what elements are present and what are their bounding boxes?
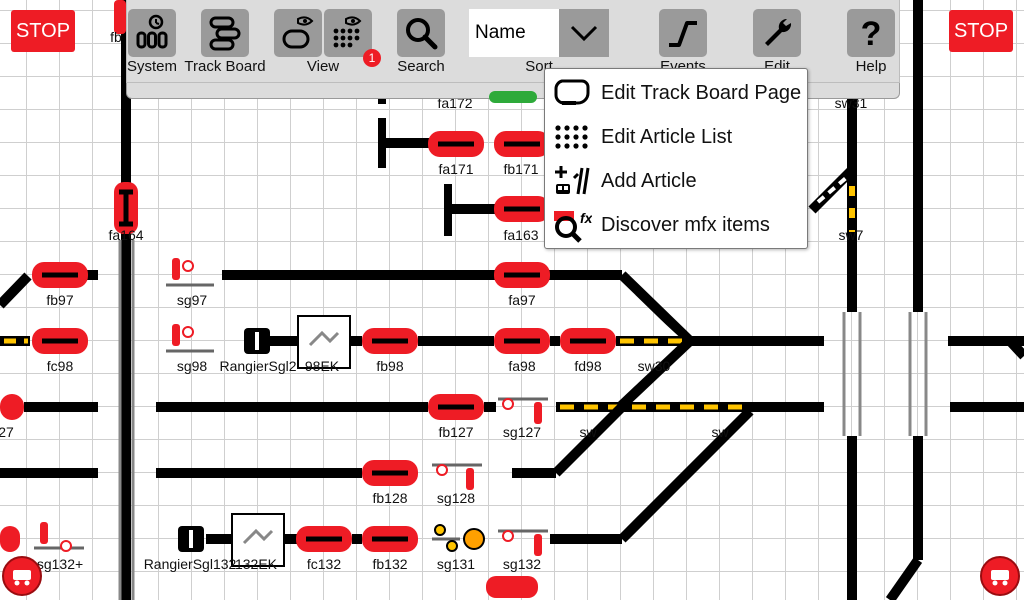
help-button[interactable]: ? xyxy=(847,9,895,57)
label-fb171: fb171 xyxy=(503,161,539,177)
eye-grid-icon xyxy=(333,16,362,48)
sort-select[interactable]: Name xyxy=(469,9,559,57)
menu-item-label: Discover mfx items xyxy=(601,213,770,236)
label-fa172: fa172 xyxy=(437,95,473,111)
stop-button-right[interactable]: STOP xyxy=(949,10,1013,52)
sort-dropdown-button[interactable] xyxy=(559,9,609,57)
system-label: System xyxy=(126,58,178,75)
menu-item-edit-article-list[interactable]: Edit Article List xyxy=(545,115,807,159)
label-sg128: sg128 xyxy=(436,490,476,506)
track-board-label: Track Board xyxy=(184,58,266,75)
help-icon: ? xyxy=(861,15,882,53)
label-fa164: fa164 xyxy=(108,227,144,243)
view-track-button[interactable] xyxy=(274,9,322,57)
menu-item-edit-track-board-page[interactable]: Edit Track Board Page xyxy=(545,71,807,115)
label-fb: fb xyxy=(110,29,122,45)
label-98ek: 98EK xyxy=(304,358,340,374)
label-fb128: fb128 xyxy=(372,490,408,506)
label-27: 27 xyxy=(0,424,14,440)
help-label: Help xyxy=(855,58,887,75)
mfx-discover-icon: fx xyxy=(554,210,592,243)
menu-item-label: Add Article xyxy=(601,169,697,192)
view-badge: 1 xyxy=(363,49,381,67)
search-button[interactable] xyxy=(397,9,445,57)
label-sw30: sw30 xyxy=(637,358,671,374)
search-icon xyxy=(406,18,438,50)
search-label: Search xyxy=(397,58,445,75)
label-fa97: fa97 xyxy=(508,292,536,308)
label-sw-a: sw xyxy=(579,424,597,440)
track-page-icon xyxy=(554,79,590,105)
label-fb97: fb97 xyxy=(46,292,74,308)
svg-text:fx: fx xyxy=(580,210,592,226)
view-articles-button[interactable] xyxy=(324,9,372,57)
connection-status-bar xyxy=(489,91,537,103)
events-button[interactable] xyxy=(659,9,707,57)
label-sw-b: sw xyxy=(711,424,729,440)
label-fc98: fc98 xyxy=(46,358,74,374)
label-sg97: sg97 xyxy=(176,292,208,308)
locomotive-icon-right[interactable] xyxy=(980,556,1020,596)
menu-item-label: Edit Article List xyxy=(601,125,733,148)
label-fb127: fb127 xyxy=(438,424,474,440)
label-sg131: sg131 xyxy=(436,556,476,572)
track-board-icon xyxy=(209,16,241,51)
add-article-icon xyxy=(555,166,590,195)
label-fa98: fa98 xyxy=(508,358,536,374)
track-board-button[interactable] xyxy=(201,9,249,57)
menu-item-add-article[interactable]: Add Article xyxy=(545,159,807,203)
label-sg132: sg132 xyxy=(502,556,542,572)
system-button[interactable] xyxy=(128,9,176,57)
stop-button-left[interactable]: STOP xyxy=(11,10,75,52)
svg-text:?: ? xyxy=(861,15,882,53)
edit-menu: Edit Track Board Page Edit Article List … xyxy=(544,68,808,249)
view-label: View xyxy=(306,58,340,75)
label-fb98: fb98 xyxy=(376,358,404,374)
label-sg132plus: sg132+ xyxy=(36,556,84,572)
label-fc132: fc132 xyxy=(306,556,342,572)
chevron-down-icon xyxy=(570,25,598,42)
label-fd98: fd98 xyxy=(574,358,602,374)
menu-item-discover-mfx[interactable]: fx Discover mfx items xyxy=(545,203,807,247)
label-rangiersgl2: RangierSgl2 xyxy=(219,358,297,374)
wrench-icon xyxy=(765,18,792,46)
label-sg98: sg98 xyxy=(176,358,208,374)
label-rangiersgl132: RangierSgl132 xyxy=(143,556,237,572)
article-grid-icon xyxy=(555,125,588,149)
locomotive-icon-left[interactable] xyxy=(2,556,42,596)
label-fa163: fa163 xyxy=(503,227,539,243)
label-132ek: 132EK xyxy=(234,556,278,572)
label-fa171: fa171 xyxy=(438,161,474,177)
label-fb132: fb132 xyxy=(372,556,408,572)
events-icon xyxy=(669,21,697,47)
label-sw7: sw7 xyxy=(838,227,864,243)
edit-button[interactable] xyxy=(753,9,801,57)
label-sw31: sw31 xyxy=(834,95,868,111)
system-icon xyxy=(136,14,168,49)
label-sg127: sg127 xyxy=(502,424,542,440)
menu-item-label: Edit Track Board Page xyxy=(601,81,802,104)
eye-track-icon xyxy=(282,16,314,49)
